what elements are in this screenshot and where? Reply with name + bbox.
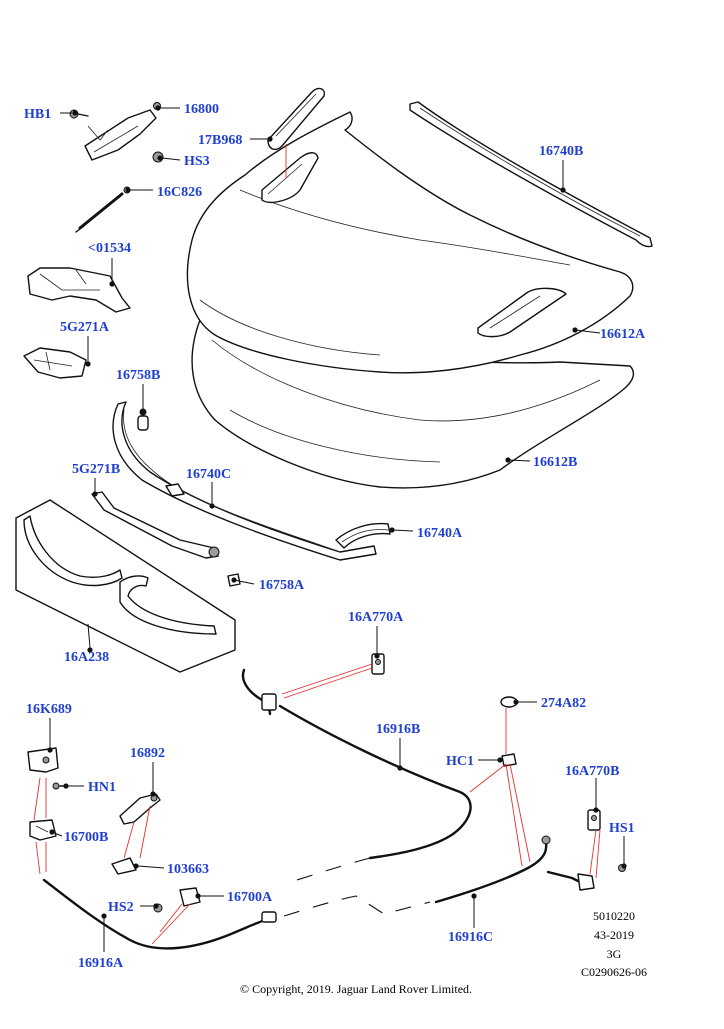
seal-16740B	[409, 101, 653, 248]
red-callouts	[33, 144, 601, 945]
latch-16700A	[153, 887, 201, 913]
reference-line-1: 5010220	[593, 909, 635, 923]
seal-16740A	[335, 522, 391, 549]
label-16740C: 16740C	[186, 467, 231, 482]
gas-strut-16C826	[75, 186, 131, 233]
reference-line-4: C0290626-06	[581, 965, 647, 979]
connector-HC1	[501, 753, 517, 767]
label-16758B: 16758B	[116, 368, 160, 383]
label-5G271B: 5G271B	[72, 462, 120, 477]
seal-kit-16A238	[15, 499, 236, 673]
label-16700A: 16700A	[227, 890, 273, 905]
label-16916C: 16916C	[448, 930, 493, 945]
label-16740A: 16740A	[417, 526, 463, 541]
latch-16K689	[27, 747, 69, 790]
label-16K689: 16K689	[26, 702, 72, 717]
bracket-5G271A	[23, 347, 87, 379]
leader-dots	[47, 105, 627, 919]
cable-routing-dashed	[283, 857, 431, 917]
cable-16916B	[241, 668, 472, 860]
copyright-notice: © Copyright, 2019. Jaguar Land Rover Lim…	[240, 982, 472, 996]
label-HS2: HS2	[108, 900, 134, 915]
bracket-16892	[119, 793, 161, 825]
label-16A770B: 16A770B	[565, 764, 619, 779]
label-16A238: 16A238	[64, 650, 109, 665]
leader-lines	[49, 107, 625, 952]
cable-16916C	[434, 835, 595, 904]
label-HB1: HB1	[24, 107, 51, 122]
clip-16A770A	[371, 653, 385, 675]
label-HC1: HC1	[446, 754, 474, 769]
label-HS3: HS3	[184, 154, 210, 169]
label-16758A: 16758A	[259, 578, 305, 593]
label-16916A: 16916A	[78, 956, 124, 971]
label-HN1: HN1	[88, 780, 116, 795]
label-16892: 16892	[130, 746, 165, 761]
reference-block: 5010220 43-2019 3G C0290626-06	[581, 909, 647, 979]
label-5G271A: 5G271A	[60, 320, 110, 335]
label-17B968: 17B968	[198, 133, 242, 148]
label-16740B: 16740B	[539, 144, 583, 159]
label-16A770A: 16A770A	[348, 610, 404, 625]
reference-line-2: 43-2019	[594, 928, 634, 942]
label-01534: <01534	[88, 241, 131, 256]
bracket-01534	[27, 267, 131, 313]
hood-outer-panel-16612A	[186, 111, 634, 374]
latch-16700B	[29, 819, 57, 841]
label-16612A: 16612A	[600, 327, 646, 342]
part-labels: HB1 16800 17B968 HS3 16C826 16740B <0153…	[24, 102, 646, 971]
label-103663: 103663	[167, 862, 209, 877]
label-16612B: 16612B	[533, 455, 577, 470]
seal-16740C	[112, 401, 377, 561]
label-HS1: HS1	[609, 821, 635, 836]
label-16700B: 16700B	[64, 830, 108, 845]
hinge-16800	[69, 102, 164, 163]
label-16916B: 16916B	[376, 722, 420, 737]
label-16C826: 16C826	[157, 185, 202, 200]
label-274A82: 274A82	[541, 696, 586, 711]
reference-line-3: 3G	[607, 947, 622, 961]
label-16800: 16800	[184, 102, 219, 117]
cable-16916A	[42, 878, 277, 950]
part-103663	[111, 857, 137, 875]
cable-5G271B	[91, 491, 220, 559]
vent-grille-17B968	[267, 87, 326, 151]
clip-16A770B	[587, 809, 601, 831]
